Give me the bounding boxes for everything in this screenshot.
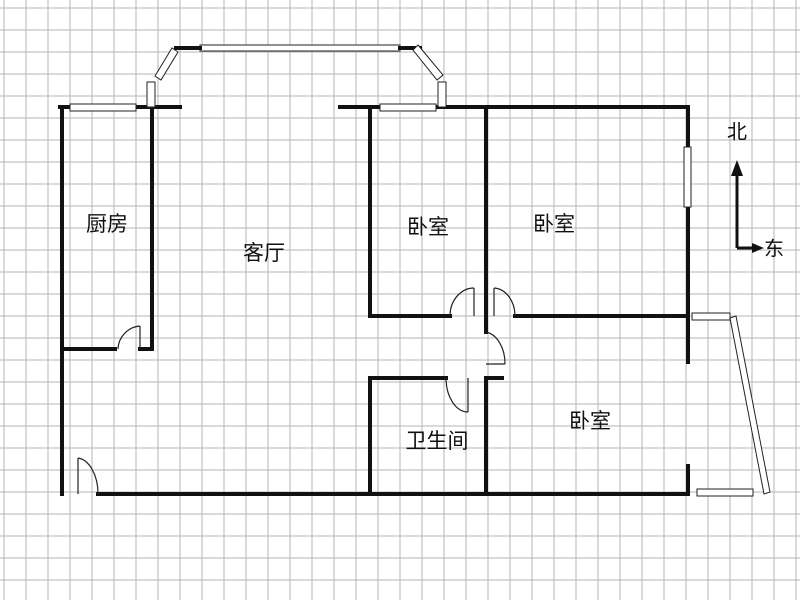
- room-label-bathroom: 卫生间: [406, 429, 469, 453]
- entrance-door: [77, 457, 99, 495]
- compass: 北 东: [727, 120, 784, 261]
- bay-window-left-diag: [154, 47, 179, 81]
- compass-north-label: 北: [727, 120, 747, 144]
- room-label-bedroom-b: 卧室: [533, 212, 575, 236]
- bedroom-b-door: [493, 287, 516, 317]
- balcony-window-bottom: [696, 488, 754, 497]
- bedroom-b-window: [683, 146, 692, 208]
- bay-window: [146, 44, 447, 108]
- room-labels: 厨房 客厅 卧室 卧室 卧室 卫生间: [86, 212, 611, 453]
- bay-window-top: [199, 44, 401, 52]
- kitchen-window: [69, 103, 137, 112]
- bay-window-left-post: [146, 81, 156, 108]
- room-label-kitchen: 厨房: [86, 212, 128, 236]
- compass-east-arrow-icon: [752, 243, 764, 253]
- bay-window-right-post: [437, 81, 447, 108]
- compass-east-label: 东: [764, 237, 784, 261]
- bedroom-a-window: [379, 103, 437, 112]
- windows: [69, 103, 771, 497]
- balcony-window-diag: [729, 315, 771, 495]
- bay-window-right-diag: [412, 44, 444, 81]
- room-label-living-room: 客厅: [243, 241, 285, 265]
- kitchen-door: [117, 325, 141, 350]
- hall-door: [485, 331, 506, 365]
- doors: [77, 287, 516, 495]
- room-label-bedroom-a: 卧室: [407, 215, 449, 239]
- room-label-bedroom-c: 卧室: [569, 409, 611, 433]
- bathroom-door: [445, 377, 469, 413]
- walls: [58, 105, 690, 496]
- compass-north-arrow-icon: [731, 160, 743, 176]
- balcony-window-top: [691, 312, 731, 321]
- bedroom-a-door: [449, 287, 475, 317]
